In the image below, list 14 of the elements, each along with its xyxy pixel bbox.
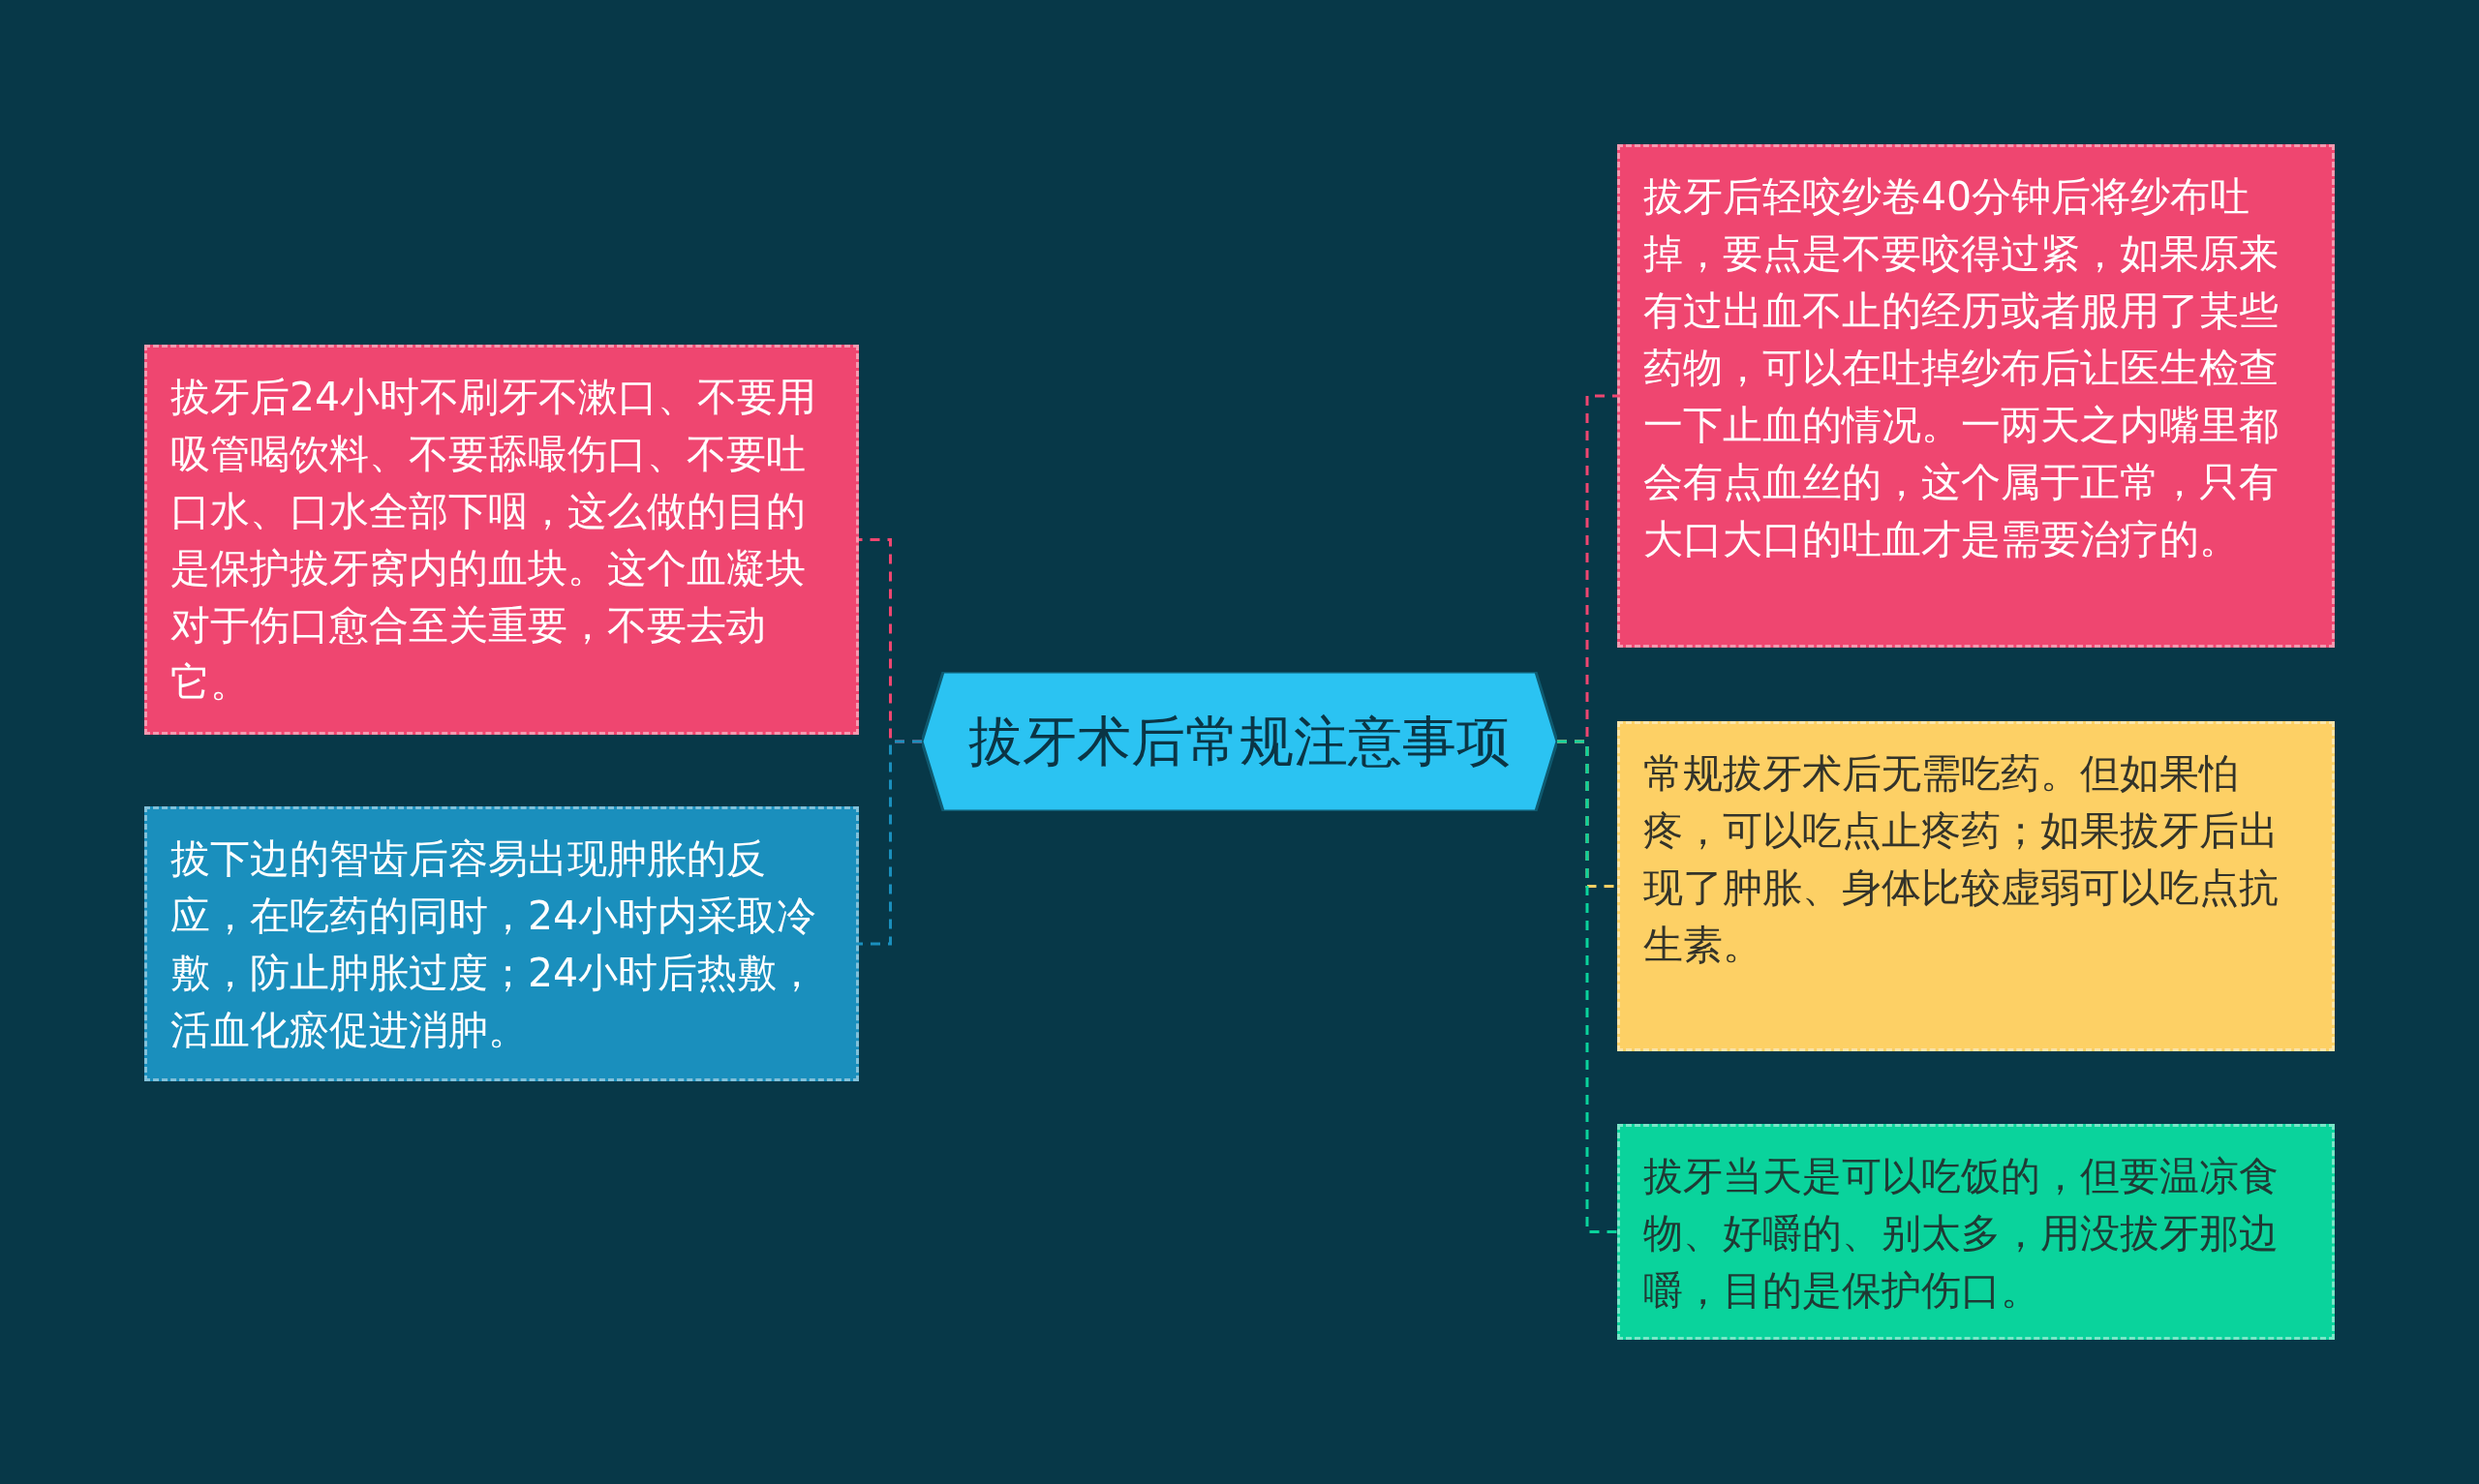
note-text: 拔牙后轻咬纱卷40分钟后将纱布吐掉，要点是不要咬得过紧，如果原来有过出血不止的经历或者服用了某些药物，可以在吐掉纱布后让医生检查一下止血的情况。一两天之内嘴里都会有点血丝的，这个属于正常，只有大口大口的吐血才是需要治疗的。 [1643, 172, 2280, 564]
note-card [144, 345, 859, 735]
topic-hexagon [922, 672, 1557, 811]
note-card [1617, 1124, 2335, 1340]
connector-line [1557, 740, 1617, 1233]
note-card [1617, 721, 2335, 1051]
note-card [1617, 144, 2335, 648]
note-text: 拔下边的智齿后容易出现肿胀的反应，在吃药的同时，24小时内采取冷敷，防止肿胀过度；24小时后热敷，活血化瘀促进消肿。 [170, 834, 818, 1055]
connector-line [859, 740, 922, 946]
note-card [144, 806, 859, 1081]
topic-title: 拔牙术后常规注意事项 [968, 710, 1511, 773]
note-text: 常规拔牙术后无需吃药。但如果怕疼，可以吃点止疼药；如果拔牙后出现了肿胀、身体比较虚弱可以吃点抗生素。 [1643, 749, 2280, 970]
note-text: 拔牙后24小时不刷牙不漱口、不要用吸管喝饮料、不要舔嘬伤口、不要吐口水、口水全部下咽，这么做的目的是保护拔牙窝内的血块。这个血凝块对于伤口愈合至关重要，不要去动它。 [170, 373, 818, 708]
note-text: 拔牙当天是可以吃饭的，但要温凉食物、好嚼的、别太多，用没拔牙那边嚼，目的是保护伤口。 [1643, 1152, 2280, 1316]
